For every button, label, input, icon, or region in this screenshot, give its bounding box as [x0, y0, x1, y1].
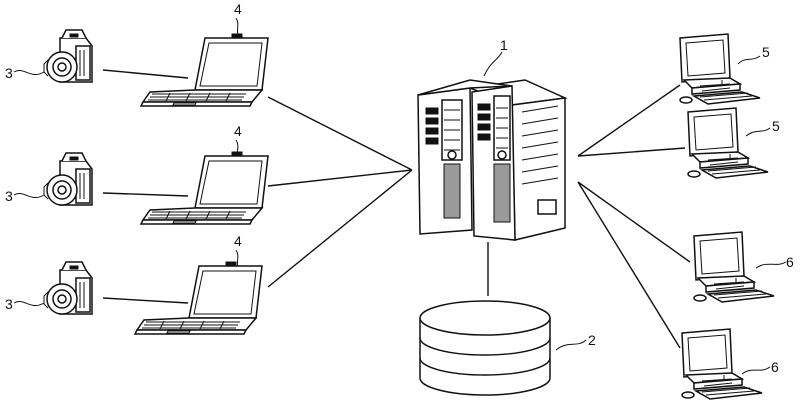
laptop-ref-label: 4 — [234, 1, 242, 17]
laptop-ref-label: 4 — [234, 233, 242, 249]
connection-lines — [102, 69, 691, 349]
camera-icon — [43, 261, 93, 315]
admin-terminal-ref-label: 6 — [771, 359, 779, 375]
laptop-icon — [140, 33, 269, 107]
camera-icon — [43, 152, 93, 206]
camera-ref-label: 3 — [5, 65, 13, 81]
laptop-icon — [134, 261, 263, 335]
camera-ref-label: 3 — [5, 188, 13, 204]
desktop-computer-icon — [693, 231, 775, 303]
terminal-ref-label: 5 — [772, 118, 780, 134]
admin-terminal-ref-label: 6 — [786, 254, 794, 270]
laptop-icon — [140, 151, 269, 225]
server-icon — [417, 79, 568, 241]
desktop-computer-icon — [681, 328, 763, 400]
laptop-ref-label: 4 — [234, 123, 242, 139]
desktop-computer-icon — [679, 33, 761, 105]
server-ref-label: 1 — [500, 37, 508, 53]
terminal-ref-label: 5 — [762, 44, 770, 60]
database-icon — [419, 300, 551, 396]
camera-ref-label: 3 — [5, 296, 13, 312]
database-ref-label: 2 — [588, 332, 596, 348]
camera-icon — [43, 29, 93, 83]
reference-leaders — [13, 17, 787, 375]
desktop-computer-icon — [687, 107, 769, 179]
